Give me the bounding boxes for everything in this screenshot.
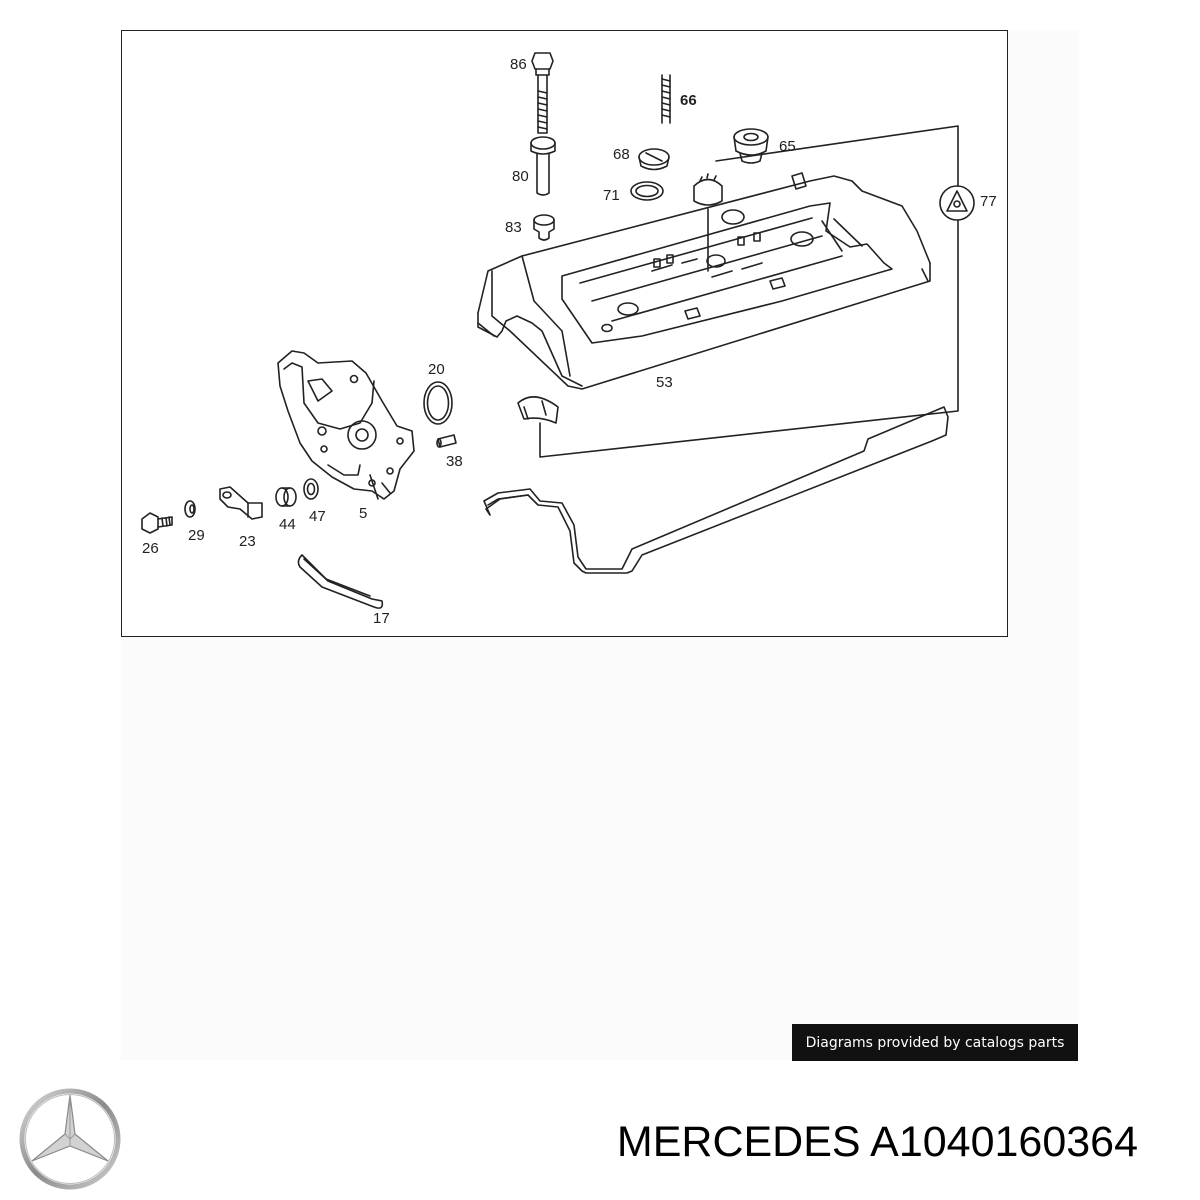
o-ring-20-icon <box>423 381 453 425</box>
mercedes-star-icon <box>19 1088 121 1190</box>
callout-66: 66 <box>680 92 697 109</box>
bolt-86-icon <box>531 52 554 134</box>
callout-47: 47 <box>309 508 326 525</box>
callout-23: 23 <box>239 533 256 550</box>
seal-collar-icon <box>693 173 723 272</box>
callout-77: 77 <box>980 193 997 210</box>
valve-cover-53-icon <box>477 172 931 390</box>
valve-cover-gasket-icon <box>483 406 949 574</box>
gasket-17-icon <box>297 554 384 609</box>
callout-38: 38 <box>446 453 463 470</box>
sleeve-80-icon <box>530 136 556 196</box>
credit-badge: Diagrams provided by catalogs parts <box>792 1024 1078 1061</box>
callout-83: 83 <box>505 219 522 236</box>
callout-71: 71 <box>603 187 620 204</box>
part-title: MERCEDES A1040160364 <box>616 1118 1138 1166</box>
callout-20: 20 <box>428 361 445 378</box>
washer-29-icon <box>184 500 196 518</box>
bracket-23-icon <box>219 486 263 520</box>
callout-53: 53 <box>656 374 673 391</box>
oil-cap-77-icon <box>939 185 975 221</box>
half-moon-plug-icon <box>517 396 559 424</box>
callout-68: 68 <box>613 146 630 163</box>
grommet-65-icon <box>733 128 769 164</box>
callout-bracket-line <box>539 125 959 458</box>
callout-86: 86 <box>510 56 527 73</box>
callout-26: 26 <box>142 540 159 557</box>
callout-17: 17 <box>373 610 390 627</box>
seal-ring-71-icon <box>630 181 664 201</box>
dowel-pin-38-icon <box>436 434 457 448</box>
plug-44-icon <box>275 487 297 507</box>
filler-cap-68-icon <box>638 148 670 171</box>
callout-5: 5 <box>359 505 367 522</box>
stud-66-icon <box>661 74 671 124</box>
callout-44: 44 <box>279 516 296 533</box>
parts-diagram: 86 66 68 65 80 71 77 83 20 53 38 26 29 2… <box>121 30 1008 637</box>
callout-65: 65 <box>779 138 796 155</box>
callout-29: 29 <box>188 527 205 544</box>
timing-cover-5-icon <box>277 350 415 500</box>
washer-47-icon <box>303 478 319 500</box>
callout-80: 80 <box>512 168 529 185</box>
parts-diagram-drawing: 86 66 68 65 80 71 77 83 20 53 38 26 29 2… <box>141 52 997 627</box>
grommet-83-icon <box>533 214 555 241</box>
bolt-26-icon <box>141 512 173 534</box>
